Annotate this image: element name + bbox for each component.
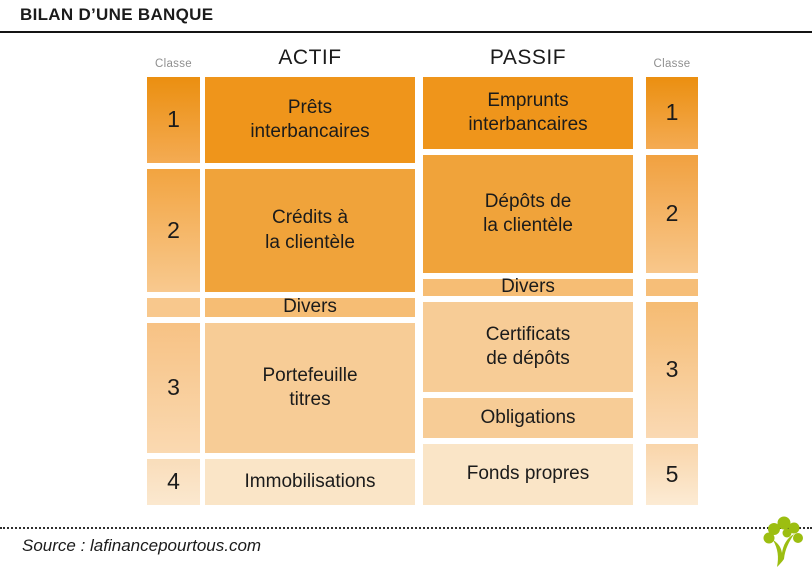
footer-divider [0,527,812,529]
actif-classe-3: 3 [147,323,200,453]
actif-row-immobilisations: Immobilisations [205,459,415,505]
passif-row-emprunts-interbancaires: Emprunts interbancaires [423,77,633,149]
source-credit: Source : lafinancepourtous.com [22,536,262,555]
passif-classe-2: 2 [646,155,698,273]
actif-row-prets-interbancaires: Prêts interbancaires [205,77,415,163]
passif-row-obligations: Obligations [423,398,633,438]
classe-left-header: Classe [155,58,192,70]
classe-right-header: Classe [653,58,691,70]
title-divider [0,31,812,33]
actif-column-header: ACTIF [278,46,342,69]
passif-row-certificats-depots: Certificats de dépôts [423,302,633,392]
page-title: BILAN D’UNE BANQUE [20,5,214,24]
tree-icon [758,514,804,568]
actif-classe-4: 4 [147,459,200,505]
passif-row-divers: Divers [423,276,633,297]
actif-row-credits-clientele: Crédits à la clientèle [205,169,415,292]
passif-classe-1: 1 [646,77,698,149]
passif-column-header: PASSIF [489,46,567,69]
passif-classe-3: 3 [646,302,698,438]
actif-row-divers: Divers [205,296,415,317]
actif-classe-2: 2 [147,169,200,292]
actif-classe-divers [147,298,200,317]
passif-classe-5: 5 [646,444,698,505]
passif-classe-divers [646,279,698,296]
actif-row-portefeuille-titres: Portefeuille titres [205,323,415,453]
actif-classe-1: 1 [147,77,200,163]
passif-row-depots-clientele: Dépôts de la clientèle [423,155,633,273]
passif-row-fonds-propres: Fonds propres [423,444,633,505]
